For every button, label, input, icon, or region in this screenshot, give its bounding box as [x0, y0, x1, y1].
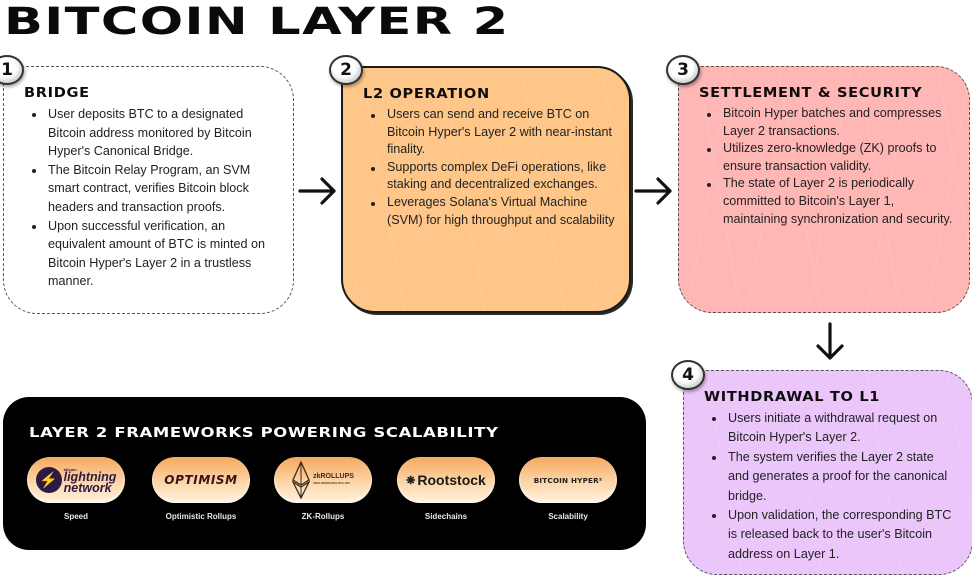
logo-small-text: bitcoin	[63, 466, 77, 472]
step-point: Bitcoin Hyper batches and compresses Lay…	[699, 105, 955, 140]
step-title: SETTLEMENT & SECURITY	[699, 86, 923, 101]
step-point: Users can send and receive BTC on Bitcoi…	[363, 106, 615, 159]
step-card-withdrawal: WITHDRAWAL TO L1 Users initiate a withdr…	[683, 370, 972, 575]
logo-text: lightning	[63, 469, 117, 484]
framework-logo: OPTIMISM	[152, 457, 250, 503]
step-point: The state of Layer 2 is periodically com…	[699, 175, 955, 228]
step-number-badge: 3	[666, 55, 700, 85]
framework-logo: BITCOIN HYPER²	[519, 457, 617, 503]
logo-text: OPTIMISM	[164, 473, 238, 487]
step-card-l2-operation: L2 OPERATION Users can send and receive …	[341, 66, 631, 313]
frameworks-panel: LAYER 2 FRAMEWORKS POWERING SCALABILITY …	[3, 397, 646, 550]
rootstock-dots-icon: ❋	[406, 474, 416, 487]
step-card-settlement-security: SETTLEMENT & SECURITY Bitcoin Hyper batc…	[678, 66, 970, 313]
page-title: BITCOIN LAYER 2	[4, 0, 510, 43]
step-point: Upon successful verification, an equival…	[24, 217, 279, 291]
step-title: BRIDGE	[24, 86, 90, 101]
step-points: Users can send and receive BTC on Bitcoi…	[363, 106, 615, 229]
framework-zk-rollups: zkROLLUPS ZERO KNOWLEDGE ROLLUPS ZK-Roll…	[273, 457, 373, 521]
step-point: Supports complex DeFi operations, like s…	[363, 159, 615, 194]
step-title: L2 OPERATION	[363, 87, 490, 102]
right-arrow-icon	[634, 173, 674, 209]
step-point: The system verifies the Layer 2 state an…	[704, 448, 958, 506]
step-points: Bitcoin Hyper batches and compresses Lay…	[699, 105, 955, 228]
logo-text: network	[63, 480, 112, 495]
step-point: Utilizes zero-knowledge (ZK) proofs to e…	[699, 140, 955, 175]
logo-subtext: ZERO KNOWLEDGE ROLLUPS	[313, 482, 350, 485]
ethereum-diamond-icon	[292, 461, 311, 499]
down-arrow-icon	[812, 322, 848, 362]
step-point: User deposits BTC to a designated Bitcoi…	[24, 105, 279, 161]
step-point: Users initiate a withdrawal request on B…	[704, 409, 958, 448]
lightning-bolt-icon: ⚡	[35, 467, 62, 493]
framework-label: ZK-Rollups	[301, 512, 345, 521]
framework-label: Optimistic Rollups	[165, 512, 237, 521]
step-number-badge: 2	[329, 55, 363, 85]
step-points: User deposits BTC to a designated Bitcoi…	[24, 105, 279, 291]
logo-text: zkROLLUPS	[313, 473, 354, 480]
framework-bitcoin-hyper: BITCOIN HYPER² Scalability	[518, 457, 618, 521]
step-point: Upon validation, the corresponding BTC i…	[704, 506, 958, 564]
step-number-badge: 4	[671, 360, 705, 390]
framework-label: Speed	[63, 512, 88, 521]
framework-rootstock: ❋ Rootstock Sidechains	[396, 457, 496, 521]
right-arrow-icon	[298, 173, 338, 209]
framework-optimism: OPTIMISM Optimistic Rollups	[151, 457, 251, 521]
logo-text: BITCOIN HYPER²	[533, 475, 603, 485]
step-card-bridge: BRIDGE User deposits BTC to a designated…	[3, 66, 294, 314]
framework-logo: ⚡ bitcoin lightning network	[27, 457, 125, 503]
step-point: Leverages Solana's Virtual Machine (SVM)…	[363, 194, 615, 229]
framework-label: Scalability	[548, 512, 588, 521]
framework-logo: ❋ Rootstock	[397, 457, 495, 503]
step-point: The Bitcoin Relay Program, an SVM smart …	[24, 161, 279, 217]
step-title: WITHDRAWAL TO L1	[704, 390, 881, 405]
step-points: Users initiate a withdrawal request on B…	[704, 409, 958, 564]
frameworks-title: LAYER 2 FRAMEWORKS POWERING SCALABILITY	[29, 425, 499, 441]
framework-label: Sidechains	[424, 512, 468, 521]
framework-lightning-network: ⚡ bitcoin lightning network Speed	[26, 457, 126, 521]
logo-text: Rootstock	[417, 472, 486, 488]
framework-logo: zkROLLUPS ZERO KNOWLEDGE ROLLUPS	[274, 457, 372, 503]
step-number-badge: 1	[0, 55, 24, 85]
